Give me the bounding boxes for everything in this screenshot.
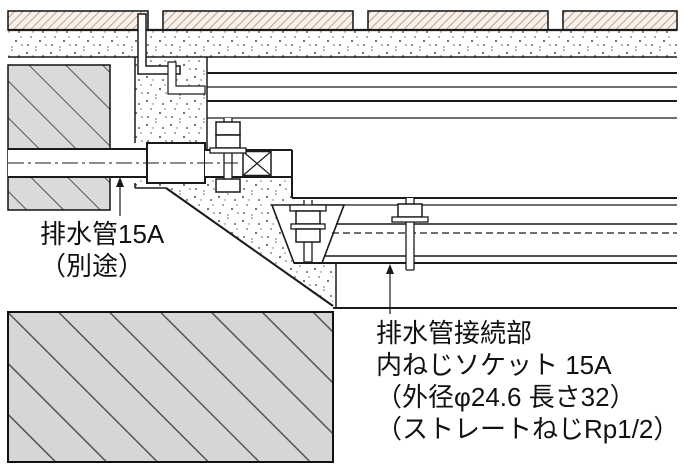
hex-nut: [295, 228, 321, 243]
concrete-chamfer-edge: [165, 187, 334, 307]
label-pipe-line1: 排水管15A: [40, 219, 165, 249]
wall-section-lower: [7, 311, 334, 463]
wall-section-upper: [7, 64, 111, 211]
label-connection-line4: （ストレートねじRp1/2）: [376, 414, 679, 444]
hex-nut: [215, 178, 241, 193]
bolt-rod: [224, 118, 232, 192]
tile-deck-segment: [367, 10, 549, 31]
hex-nut: [397, 203, 423, 218]
mid-panel-lines: [292, 197, 677, 206]
flange: [289, 204, 327, 212]
label-connection-line1: 排水管接続部: [376, 318, 532, 348]
blocking-cross-section: [242, 150, 272, 177]
tile-deck-segment: [7, 10, 149, 31]
bolt-rod: [406, 198, 414, 270]
tile-deck-segment: [162, 10, 354, 31]
leader-arrow: [116, 177, 124, 187]
tile-deck-segment: [562, 10, 678, 31]
label-connection-line3: （外径φ24.6 長さ32）: [376, 382, 636, 412]
stipple-band: [8, 30, 677, 57]
label-pipe-line2: （別途）: [40, 251, 144, 281]
roof-panel-lines: [207, 72, 677, 119]
hex-nut: [295, 210, 321, 225]
leader-pipe: [116, 177, 124, 216]
hanger-bolt-1: [209, 118, 247, 193]
downstand-edges: [134, 57, 208, 189]
hex-nut: [215, 134, 241, 149]
hex-nut: [215, 121, 241, 136]
washer: [391, 216, 429, 223]
washer: [209, 147, 247, 154]
label-connection-line2: 内ねじソケット 15A: [376, 350, 612, 380]
leader-arrow: [386, 264, 394, 274]
hanger-bolt-3: [391, 198, 429, 271]
embedded-insert: [167, 61, 206, 95]
leader-connection: [386, 264, 394, 314]
tile-finish-layer: [7, 10, 678, 32]
hanger-bolt-2: [289, 200, 327, 263]
